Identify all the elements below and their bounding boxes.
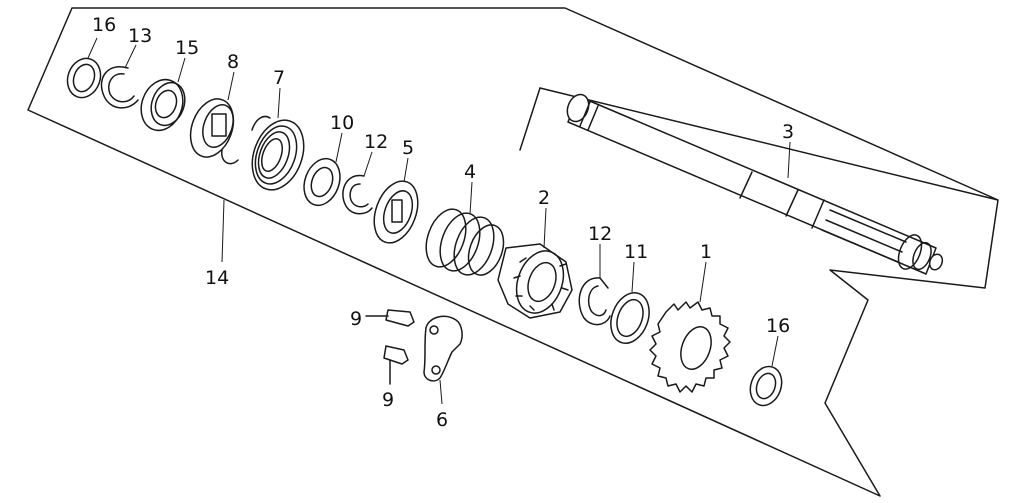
- callout-5: 5: [402, 137, 414, 159]
- part-7-spring: [251, 87, 305, 191]
- part-10-washer: [303, 132, 343, 207]
- callout-13: 13: [128, 25, 152, 47]
- callout-7: 7: [273, 67, 285, 89]
- callout-12-right: 12: [588, 223, 612, 245]
- callout-16-left: 16: [92, 14, 116, 36]
- part-16-washer-left: [66, 37, 102, 99]
- callout-4: 4: [464, 161, 476, 183]
- callout-3: 3: [782, 121, 794, 143]
- part-9-bolts: [365, 309, 415, 385]
- callout-10: 10: [330, 112, 354, 134]
- part-6-plate: [423, 315, 463, 405]
- part-4-spring: [425, 181, 505, 276]
- callout-9-top: 9: [350, 308, 362, 330]
- callout-8: 8: [227, 51, 239, 73]
- callout-11: 11: [624, 241, 648, 263]
- part-16-washer-right: [749, 335, 783, 407]
- part-11-washer: [610, 261, 650, 344]
- callout-9-bottom: 9: [382, 389, 394, 411]
- callout-6: 6: [436, 409, 448, 431]
- callout-15: 15: [175, 37, 199, 59]
- part-13-circlip: [100, 44, 139, 109]
- callout-16-right: 16: [766, 315, 790, 337]
- part-1-gear: [649, 261, 731, 393]
- callout-2: 2: [538, 187, 550, 209]
- part-2-ratchet: [497, 207, 573, 319]
- part-8-retainer: [189, 71, 239, 165]
- part-12-circlip-right: [578, 244, 611, 326]
- part-12-circlip-left: [342, 151, 373, 215]
- assembly-outline: [27, 7, 999, 497]
- callout-14: 14: [205, 267, 229, 289]
- callout-12-left: 12: [364, 131, 388, 153]
- part-5-guide-plate: [373, 157, 419, 244]
- part-3-spindle: [566, 93, 944, 275]
- part-15-bearing: [140, 57, 186, 132]
- leader-14: [221, 199, 225, 263]
- callout-1: 1: [700, 241, 712, 263]
